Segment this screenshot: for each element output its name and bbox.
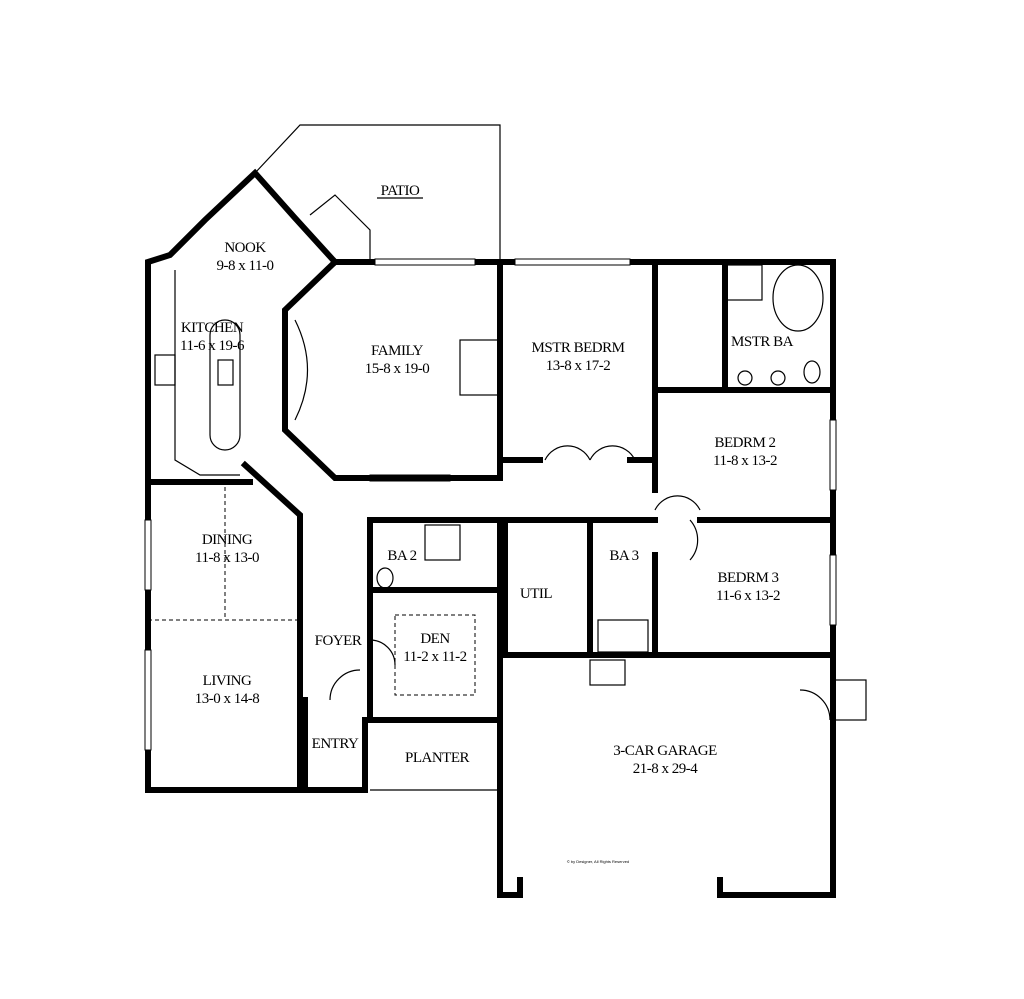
- room-foyer: FOYER: [315, 633, 363, 649]
- room-name: ENTRY: [312, 736, 359, 752]
- room-size: 11-6 x 19-6: [180, 338, 245, 354]
- door-swing[interactable]: [654, 495, 701, 511]
- room-name: BEDRM 2: [714, 435, 775, 451]
- room-size: 13-0 x 14-8: [195, 691, 260, 707]
- room-nook: NOOK 9-8 x 11-0: [217, 240, 274, 274]
- room-name: NOOK: [224, 240, 266, 256]
- room-name: FAMILY: [371, 343, 424, 359]
- door-swing[interactable]: [689, 519, 699, 561]
- room-name: BEDRM 3: [717, 570, 778, 586]
- window: [374, 258, 476, 266]
- garage-side-step: [832, 679, 867, 721]
- toilet-icon: [803, 360, 821, 384]
- room-kitchen: KITCHEN 11-6 x 19-6: [180, 320, 245, 354]
- bay-window-seat: [294, 319, 308, 421]
- patio-outline: [254, 124, 501, 262]
- room-bath-3: BA 3: [609, 548, 639, 564]
- entry-wall: [302, 697, 368, 793]
- room-name: PATIO: [381, 183, 420, 199]
- bathtub-icon: [772, 264, 824, 332]
- sink-icon: [217, 359, 234, 386]
- ba2-wall: [367, 517, 503, 593]
- room-family: FAMILY 15-8 x 19-0: [365, 343, 430, 377]
- room-name: DINING: [202, 532, 253, 548]
- door-swing[interactable]: [799, 689, 831, 721]
- dining-wall: [240, 460, 303, 793]
- garage-wall: [717, 877, 836, 898]
- room-name: 3-CAR GARAGE: [613, 743, 717, 759]
- room-name: BA 2: [387, 548, 416, 564]
- room-bedroom-3: BEDRM 3 11-6 x 13-2: [716, 570, 780, 604]
- room-name: BA 3: [609, 548, 638, 564]
- room-size: 11-8 x 13-2: [713, 453, 777, 469]
- room-dining: DINING 11-8 x 13-0: [195, 532, 259, 566]
- copyright-notice: © by Designer, All Rights Reserved: [567, 859, 629, 864]
- room-size: 11-2 x 11-2: [403, 649, 466, 665]
- garage-sink: [589, 659, 626, 686]
- room-name: KITCHEN: [181, 320, 244, 336]
- room-size: 21-8 x 29-4: [633, 761, 698, 777]
- door-swing[interactable]: [544, 445, 591, 461]
- room-name: PLANTER: [405, 750, 469, 766]
- room-utility: UTIL: [520, 586, 553, 602]
- door-swing[interactable]: [329, 669, 361, 701]
- window: [829, 554, 837, 626]
- room-den: DEN 11-2 x 11-2: [403, 631, 467, 665]
- window: [514, 258, 631, 266]
- kitchen-island: [209, 319, 241, 451]
- sink-icon: [770, 370, 786, 386]
- room-name: DEN: [420, 631, 450, 647]
- room-name: MSTR BEDRM: [532, 340, 625, 356]
- room-bedroom-2: BEDRM 2 11-8 x 13-2: [713, 435, 777, 469]
- room-size: 15-8 x 19-0: [365, 361, 430, 377]
- family-wall: [282, 257, 503, 481]
- door-swing[interactable]: [369, 639, 396, 666]
- fireplace: [459, 339, 501, 396]
- room-master-bedroom: MSTR BEDRM 13-8 x 17-2: [532, 340, 626, 374]
- room-size: 11-8 x 13-0: [195, 550, 259, 566]
- room-entry: ENTRY: [312, 736, 360, 752]
- window: [144, 519, 152, 591]
- kitchen-counter: [174, 270, 240, 476]
- den-ceiling: [394, 614, 476, 696]
- bathtub-icon: [597, 619, 649, 653]
- room-size: 9-8 x 11-0: [217, 258, 274, 274]
- window: [144, 649, 152, 751]
- stove-icon: [154, 354, 176, 386]
- room-planter: PLANTER: [405, 750, 470, 766]
- room-name: MSTR BA: [731, 334, 794, 350]
- room-garage: 3-CAR GARAGE 21-8 x 29-4: [613, 743, 717, 777]
- garage-wall-left: [497, 652, 523, 898]
- room-size: 13-8 x 17-2: [546, 358, 611, 374]
- room-size: 11-6 x 13-2: [716, 588, 780, 604]
- shower-icon: [424, 524, 461, 561]
- window: [829, 419, 837, 491]
- patio-step: [309, 194, 371, 262]
- toilet-icon: [376, 567, 394, 589]
- den-wall: [367, 587, 503, 723]
- room-name: UTIL: [520, 586, 552, 602]
- mstr-wall-right: [627, 259, 658, 463]
- room-living: LIVING 13-0 x 14-8: [195, 673, 260, 707]
- shower-icon: [726, 264, 763, 301]
- room-patio: PATIO: [377, 183, 423, 199]
- sink-icon: [737, 370, 753, 386]
- room-master-bath: MSTR BA: [731, 334, 794, 350]
- room-name: FOYER: [315, 633, 362, 649]
- room-name: LIVING: [203, 673, 252, 689]
- room-bath-2: BA 2: [387, 548, 417, 564]
- door-swing[interactable]: [589, 445, 636, 461]
